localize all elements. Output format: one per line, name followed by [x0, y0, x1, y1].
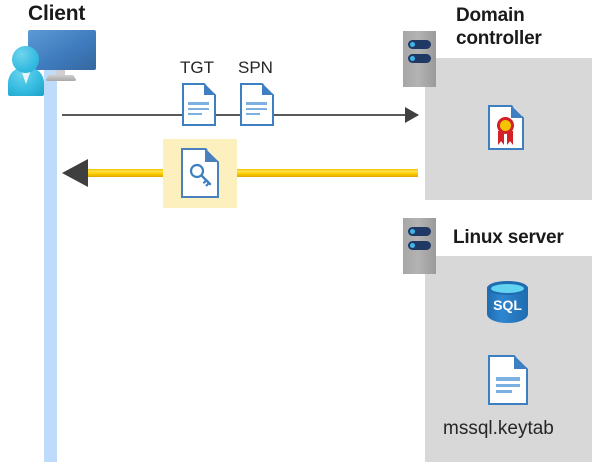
certificate-ribbon-right: [507, 131, 513, 145]
client-title: Client: [28, 2, 86, 25]
document-text-lines: [496, 377, 520, 396]
linux-server-icon: [403, 218, 436, 274]
certificate-ribbon-left: [498, 131, 504, 145]
key-icon: [189, 163, 212, 187]
linux-server-title: Linux server: [453, 227, 564, 248]
spn-label: SPN: [238, 58, 273, 77]
certificate-document-icon: [488, 105, 524, 150]
user-workstation-icon: [8, 28, 100, 96]
server-led-bottom-icon: [408, 54, 431, 63]
tgt-label: TGT: [180, 58, 214, 77]
domain-controller-title: Domain controller: [456, 5, 542, 49]
database-cylinder-top-inner: [491, 283, 524, 293]
document-fold: [205, 148, 219, 162]
certificate-seal-icon: [497, 117, 514, 134]
request-arrow-head-icon: [405, 107, 419, 123]
document-text-lines: [246, 102, 267, 118]
response-arrow-head-icon: [62, 159, 88, 187]
database-cylinder-top: [487, 281, 528, 295]
person-head-icon: [12, 46, 39, 73]
document-fold: [204, 83, 216, 95]
spn-document-icon: [240, 83, 274, 126]
sql-database-label: SQL: [493, 297, 522, 313]
keytab-document-icon: [488, 355, 528, 405]
sql-database-icon: SQL: [487, 281, 528, 328]
monitor-neck-icon: [56, 70, 65, 77]
tgt-document-icon: [182, 83, 216, 126]
response-arrow-line: [80, 169, 418, 177]
domain-controller-server-icon: [403, 31, 436, 87]
document-text-lines: [188, 102, 209, 118]
server-led-top-icon: [408, 40, 431, 49]
monitor-screen-icon: [28, 30, 96, 70]
service-ticket-key-document-icon: [181, 148, 219, 198]
client-lifeline: [44, 60, 57, 462]
monitor-base-icon: [45, 75, 77, 81]
server-led-top-icon: [408, 227, 431, 236]
keytab-filename-label: mssql.keytab: [443, 418, 554, 439]
server-led-bottom-icon: [408, 241, 431, 250]
